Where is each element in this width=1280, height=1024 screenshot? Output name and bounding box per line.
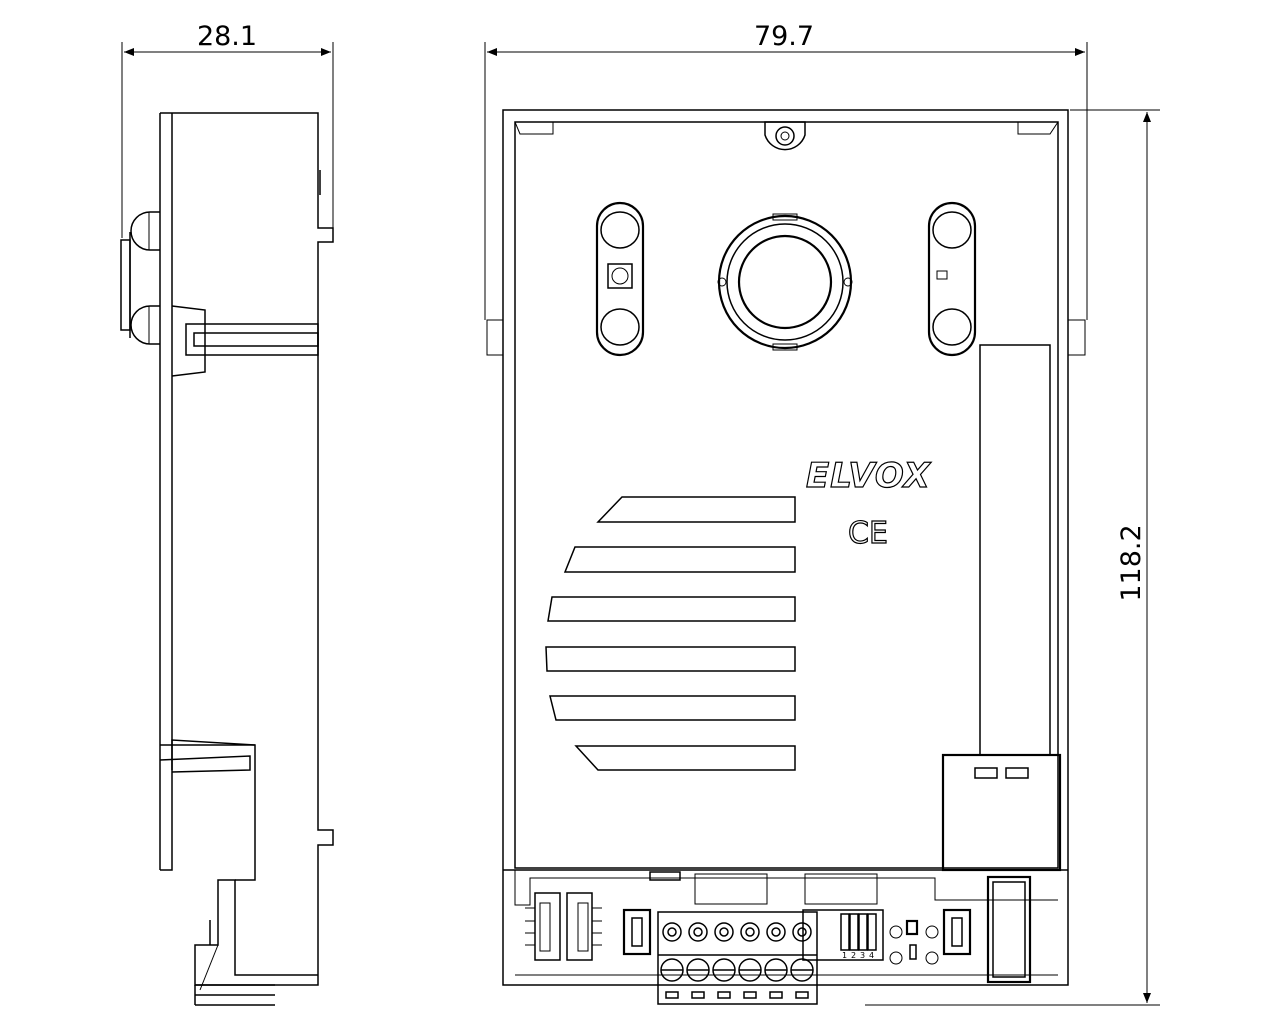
terminal-screw-icon (792, 922, 812, 942)
led-icon (936, 270, 948, 280)
terminal-plug-hole (769, 991, 783, 999)
dip-switch: 1 2 3 4 (802, 909, 884, 961)
front-view: ELVOX CE (486, 109, 1086, 1005)
terminal-screw-icon (766, 922, 786, 942)
terminal-screw-icon (740, 922, 760, 942)
dimension-height: 118.2 (865, 109, 1160, 1006)
dip-label: 2 (851, 951, 856, 960)
push-button-right (942, 908, 972, 956)
dip-label: 1 (842, 951, 847, 960)
dimension-width: 79.7 (484, 21, 1088, 320)
mount-screw-icon (775, 126, 795, 146)
terminal-plug-hole (691, 991, 705, 999)
connector-left (525, 892, 602, 961)
dimension-depth: 28.1 (121, 21, 334, 238)
dimension-width-label: 79.7 (754, 21, 814, 52)
dip-label: 4 (869, 951, 874, 960)
speaker-grille (545, 496, 796, 771)
terminal-screw-core (719, 927, 729, 937)
ce-mark: CE (848, 516, 888, 551)
terminal-screw-core (667, 927, 677, 937)
camera-lens-icon (717, 213, 853, 351)
terminal-screw-icon (662, 922, 682, 942)
terminal-plug-hole (665, 991, 679, 999)
terminal-screw-core (797, 927, 807, 937)
potentiometer-icon (607, 263, 633, 289)
terminal-screw-core (771, 927, 781, 937)
terminal-plug-hole (743, 991, 757, 999)
terminal-plug-hole (717, 991, 731, 999)
push-button-left (622, 908, 652, 956)
terminal-screw-core (693, 927, 703, 937)
dimension-depth-label: 28.1 (197, 21, 257, 52)
dip-label: 3 (860, 951, 865, 960)
terminal-screw-icon (688, 922, 708, 942)
brand-logo: ELVOX (806, 456, 932, 496)
terminal-screw-icon (714, 922, 734, 942)
dimension-height-label: 118.2 (1116, 524, 1147, 601)
terminal-screw-core (745, 927, 755, 937)
side-view (120, 112, 334, 1006)
terminal-plug-hole (795, 991, 809, 999)
terminal-block (657, 911, 818, 1005)
